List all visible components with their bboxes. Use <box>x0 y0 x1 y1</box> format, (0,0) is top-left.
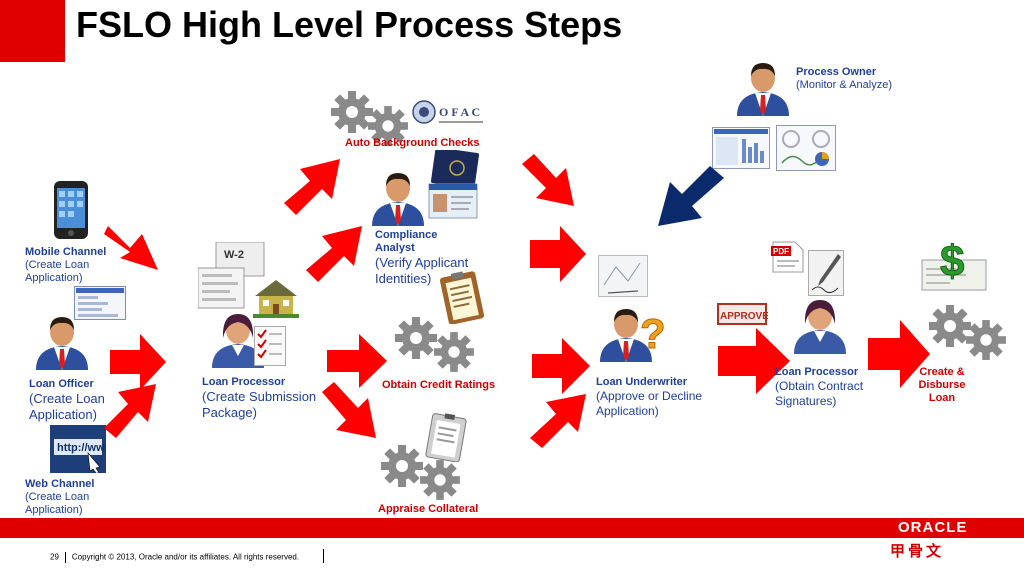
process-owner-person-icon <box>737 63 789 116</box>
loan-processor-2-label: Loan Processor (Obtain Contract Signatur… <box>775 366 863 409</box>
footer-separator <box>64 552 66 563</box>
footer: 29 Copyright © 2013, Oracle and/or its af… <box>50 552 299 563</box>
dollar-check-icon: $ <box>921 238 987 291</box>
ofac-text: O F A C <box>439 105 480 119</box>
web-browser-icon: http://www <box>50 425 106 473</box>
arrow-processor-to-background-2 <box>306 226 362 282</box>
arrow-compliance-to-underwriter <box>530 226 586 282</box>
loan-underwriter-label: Loan Underwriter (Approve or Decline App… <box>596 376 702 419</box>
house-icon <box>253 280 299 318</box>
loan-officer-label: Loan Officer (Create Loan Application) <box>29 378 105 423</box>
arrow-owner-to-underwriter <box>658 166 724 226</box>
loan-underwriter-title: Loan Underwriter <box>596 376 688 388</box>
footer-end-separator <box>323 549 324 563</box>
loan-officer-person-icon <box>36 317 88 370</box>
arrow-processor-to-background-1 <box>284 159 340 215</box>
mobile-channel-line2: Application) <box>25 272 83 284</box>
loan-officer-line1: (Create Loan <box>29 391 105 406</box>
compliance-line1: (Verify Applicant <box>375 255 469 270</box>
auto-background-line1: Auto <box>345 137 371 149</box>
arrow-mobile-to-processor <box>104 226 158 270</box>
web-channel-line1: (Create Loan <box>25 491 90 503</box>
dashboard-screen-icon-1 <box>712 127 770 169</box>
loan-officer-title: Loan Officer <box>29 378 94 390</box>
disburse-line2: Disburse <box>918 379 966 391</box>
auto-background-label: Auto Background Checks <box>345 137 480 150</box>
approved-stamp-icon: APPROVED <box>717 303 768 325</box>
loan-processor-1-label: Loan Processor (Create Submission Packag… <box>202 376 316 421</box>
arrow-appraise-to-underwriter <box>530 394 586 448</box>
arrow-processor-to-disburse <box>868 320 930 388</box>
compliance-title-line1: Compliance <box>375 229 438 241</box>
disburse-line1: Create & <box>919 366 965 378</box>
compliance-line2: Identities) <box>375 271 432 286</box>
oracle-cjk-logo: 甲骨文 <box>890 543 945 560</box>
compliance-title-line2: Analyst <box>375 242 415 254</box>
copyright-text: Copyright © 2013, Oracle and/or its affi… <box>71 552 300 562</box>
mobile-channel-title: Mobile Channel <box>25 246 107 258</box>
arrow-underwriter-to-processor <box>718 328 790 394</box>
web-url-text: http://www <box>57 442 106 454</box>
dollar-sign-text: $ <box>940 238 964 286</box>
arrow-processor-to-appraise <box>322 382 376 438</box>
loan-processor-1-title: Loan Processor <box>202 376 286 388</box>
passport-icon <box>428 150 479 219</box>
obtain-credit-ratings-label: Obtain Credit Ratings <box>382 379 496 391</box>
credit-gears-icon <box>395 317 474 372</box>
approved-text: APPROVED <box>720 311 768 322</box>
loan-processor-2-line2: Signatures) <box>775 394 837 408</box>
mobile-channel-label: Mobile Channel (Create Loan Application) <box>25 246 106 285</box>
appraise-collateral-label: Appraise Collateral <box>378 503 479 515</box>
mobile-phone-icon <box>54 181 88 239</box>
svg-text:?: ? <box>640 310 666 354</box>
process-owner-title: Process Owner <box>796 66 877 78</box>
dashboard-screen-icon-2 <box>776 125 836 171</box>
document-sketch-icon <box>598 255 648 297</box>
auto-background-line3: Checks <box>440 137 480 149</box>
web-channel-line2: Application) <box>25 504 83 516</box>
web-channel-title: Web Channel <box>25 478 95 490</box>
footer-red-bar <box>0 518 1024 538</box>
pdf-text: PDF <box>773 247 789 256</box>
disburse-gears-icon <box>929 305 1006 360</box>
checklist-icon <box>254 326 286 366</box>
process-owner-label: Process Owner (Monitor & Analyze) <box>796 66 892 92</box>
screen-form-icon <box>74 286 126 320</box>
pdf-document-icon: PDF <box>771 241 804 273</box>
compliance-analyst-label: Compliance Analyst (Verify Applicant Ide… <box>375 229 468 287</box>
compliance-analyst-person-icon <box>372 173 424 226</box>
arrow-background-to-underwriter <box>522 154 574 206</box>
loan-processor-2-title: Loan Processor <box>775 366 859 378</box>
loan-processor-2-person-icon <box>794 300 846 354</box>
arrow-web-to-processor <box>104 384 156 438</box>
oracle-logo: ORACLE <box>898 519 968 536</box>
corner-red-block <box>0 0 65 62</box>
loan-officer-line2: Application) <box>29 407 97 422</box>
arrow-officer-to-processor <box>110 334 166 390</box>
ofac-seal-icon: O F A C <box>412 100 483 124</box>
arrow-processor-to-credit <box>327 334 387 388</box>
loan-processor-1-line2: Package) <box>202 405 257 420</box>
disburse-loan-label: Create & Disburse Loan <box>916 366 968 405</box>
process-owner-line1: (Monitor & Analyze) <box>796 79 892 91</box>
loan-processor-1-line1: (Create Submission <box>202 389 317 404</box>
web-channel-label: Web Channel (Create Loan Application) <box>25 478 94 517</box>
page-number: 29 <box>50 552 59 562</box>
tax-forms-icon: W-2 <box>198 242 265 309</box>
auto-background-line2: Background <box>373 137 438 149</box>
credit-clipboard-icon <box>440 271 484 324</box>
loan-underwriter-line1: (Approve or Decline <box>596 389 703 403</box>
page-title: FSLO High Level Process Steps <box>76 4 623 45</box>
loan-processor-2-line1: (Obtain Contract <box>775 379 864 393</box>
w2-form-text: W-2 <box>224 249 244 261</box>
loan-underwriter-line2: Application) <box>596 404 659 418</box>
signing-pen-icon <box>808 250 844 296</box>
disburse-line3: Loan <box>928 392 956 404</box>
arrow-credit-to-underwriter <box>532 338 590 394</box>
appraise-gears-icon <box>381 445 460 500</box>
appraisal-clipboard-icon <box>425 413 467 462</box>
question-mark-icon: ? <box>640 310 667 354</box>
mobile-channel-line1: (Create Loan <box>25 259 90 271</box>
